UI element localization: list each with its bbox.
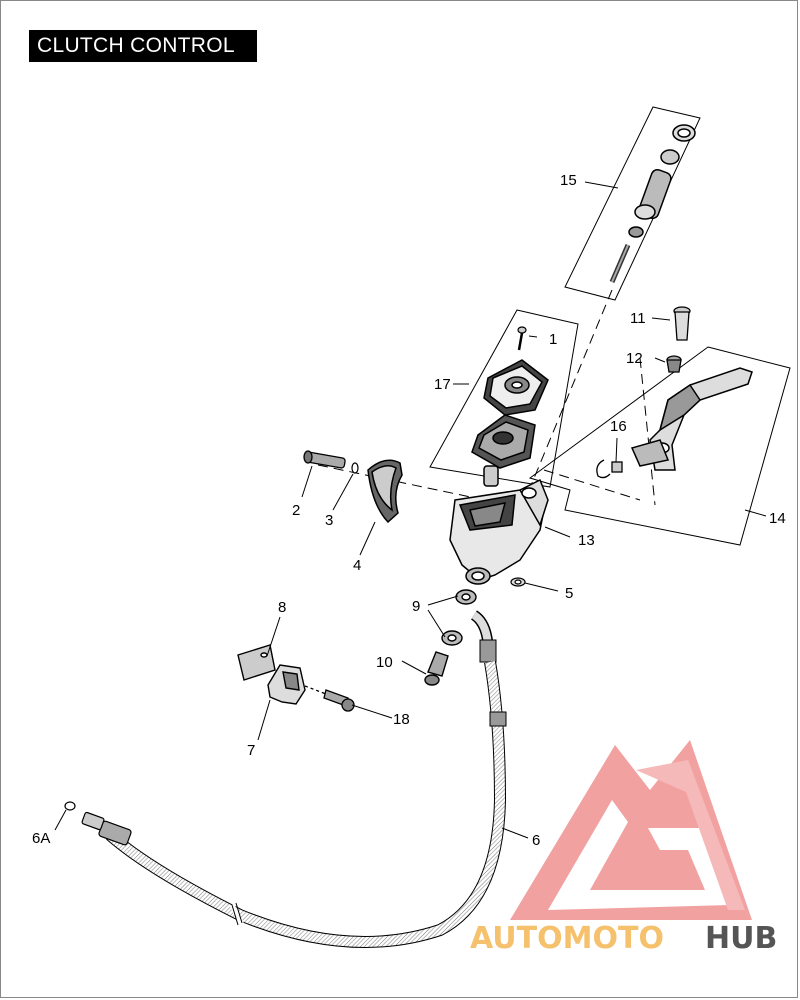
- callout-3: 3: [325, 512, 333, 529]
- part-1-screw: [517, 326, 527, 351]
- callout-2: 2: [292, 502, 300, 519]
- leader-lines: [54, 181, 767, 839]
- group-outline-15: [564, 106, 701, 301]
- callout-numbers: 1 2 3 4 5 6 6A 7 8 9 10 11 12 13 14 15 1…: [32, 172, 786, 849]
- part-5-clip: [510, 577, 526, 587]
- part-15-piston-kit: [609, 124, 696, 283]
- callout-7: 7: [247, 742, 255, 759]
- watermark-text-hub: HUB: [705, 921, 777, 956]
- callout-5: 5: [565, 585, 573, 602]
- callout-6: 6: [532, 832, 540, 849]
- alignment-lines: [317, 289, 656, 506]
- part-7-cable-bracket: [267, 664, 306, 705]
- part-3-washer: [351, 462, 359, 474]
- part-6a-o-ring: [64, 801, 76, 811]
- group-outline-14: [528, 346, 791, 546]
- callout-15: 15: [560, 172, 577, 189]
- callout-14: 14: [769, 510, 786, 527]
- callout-13: 13: [578, 532, 595, 549]
- part-17-reservoir-cover: [471, 359, 549, 469]
- callout-6a: 6A: [32, 830, 50, 847]
- callout-10: 10: [376, 654, 393, 671]
- part-6-clutch-hose: [81, 610, 507, 948]
- callout-18: 18: [393, 711, 410, 728]
- part-14-clutch-lever: [630, 367, 753, 471]
- callout-11: 11: [630, 310, 646, 327]
- part-12-bushing: [666, 355, 682, 373]
- part-11-pivot-pin: [673, 306, 691, 341]
- group-outline-17: [429, 309, 579, 488]
- part-13-master-cylinder: [449, 465, 549, 585]
- part-16-retaining-clip: [596, 459, 623, 479]
- watermark-logo: [510, 740, 752, 920]
- part-10-banjo-bolt: [424, 651, 449, 686]
- part-18-screw: [304, 685, 355, 712]
- callout-16: 16: [610, 418, 627, 435]
- callout-12: 12: [626, 350, 643, 367]
- callout-8: 8: [278, 599, 286, 616]
- callout-4: 4: [353, 557, 361, 574]
- watermark-text: AUTOMOTO HUB: [470, 921, 777, 956]
- part-2-clamp-screw: [303, 450, 346, 469]
- callout-1: 1: [549, 331, 557, 348]
- part-9-washers: [441, 589, 477, 646]
- part-8-plate: [237, 644, 276, 681]
- callout-9: 9: [412, 598, 420, 615]
- part-4-handlebar-clamp: [367, 459, 403, 524]
- watermark-text-automoto: AUTOMOTO: [470, 921, 664, 956]
- callout-17: 17: [434, 376, 451, 393]
- diagram-title: CLUTCH CONTROL: [29, 30, 257, 62]
